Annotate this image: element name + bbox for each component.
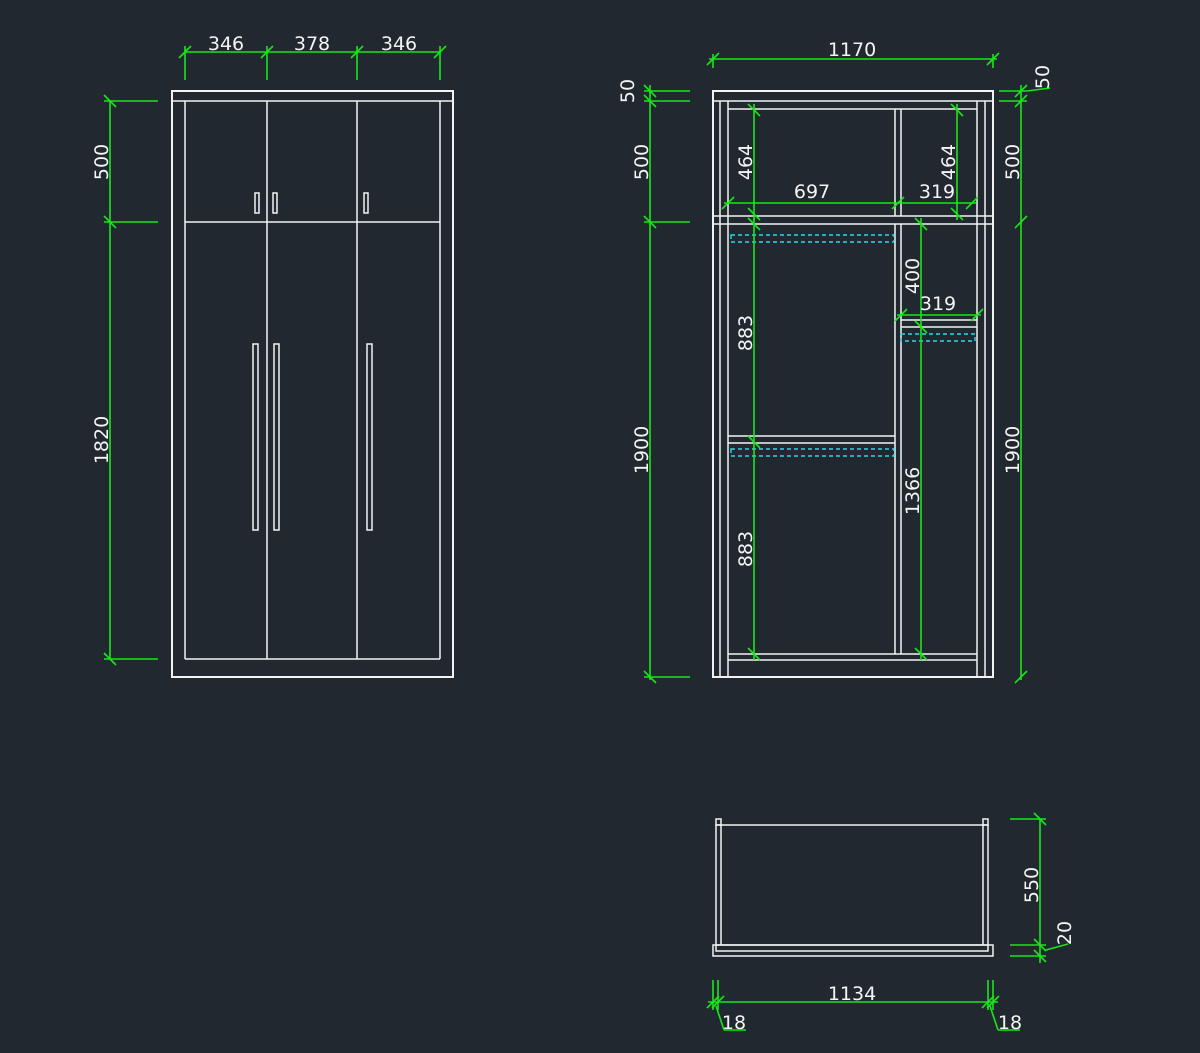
tick [706, 995, 720, 1009]
dim-label-upper-right-width: 319 [919, 181, 955, 203]
tick [747, 435, 761, 449]
leader-line [1045, 943, 1069, 951]
dim-label-top-thickness: 50 [617, 79, 639, 103]
tick [103, 652, 117, 666]
plan-view: 550 20 1134 18 18 [706, 812, 1076, 1034]
dim-label-side-left: 18 [722, 1012, 746, 1034]
tick [986, 995, 1000, 1009]
hidden-rail-right [900, 333, 976, 342]
upper-handle-1 [254, 192, 260, 214]
tick [103, 215, 117, 229]
dim-label-upper-left-width: 697 [794, 181, 830, 203]
dim-label-upper-height: 500 [91, 144, 113, 180]
tick [643, 215, 657, 229]
dim-label-lower-height: 1820 [91, 416, 113, 464]
dim-label-door-2: 378 [294, 33, 330, 55]
tick [433, 45, 447, 59]
long-handle-3 [366, 343, 373, 531]
dim-label-total-height-left: 1900 [631, 426, 653, 474]
long-handle-1 [252, 343, 259, 531]
plan-corner-left [715, 818, 722, 826]
tick [891, 196, 905, 210]
dim-label-inner-width: 1134 [828, 983, 876, 1005]
upper-handle-2 [272, 192, 278, 214]
tick [1014, 670, 1028, 684]
tick [1033, 938, 1047, 952]
dim-label-right-hanging-height: 1366 [902, 467, 924, 515]
tick [260, 45, 274, 59]
dim-label-depth: 550 [1021, 867, 1043, 903]
interior-outline [712, 90, 994, 678]
tick [1033, 949, 1047, 963]
tick [894, 308, 908, 322]
upper-handle-3 [363, 192, 369, 214]
tick [950, 103, 964, 117]
dim-label-upper-right-height: 464 [938, 144, 960, 180]
tick [1014, 215, 1028, 229]
hidden-shelf-upper [730, 234, 895, 243]
dim-label-upper-height-left: 500 [631, 144, 653, 180]
tick [747, 103, 761, 117]
tick [965, 196, 979, 210]
tick [103, 94, 117, 108]
plan-corner-right [982, 818, 989, 826]
dim-label-upper-height-right: 500 [1002, 144, 1024, 180]
dim-label-total-width: 1170 [828, 39, 876, 61]
dim-label-door-thickness: 20 [1054, 921, 1076, 945]
tick [981, 995, 995, 1009]
plan-door-panel [712, 944, 994, 957]
tick [1033, 812, 1047, 826]
tick [178, 45, 192, 59]
tick [914, 647, 928, 661]
dim-label-lower-bottom-compartment: 883 [735, 531, 757, 567]
dim-label-upper-left-height: 464 [735, 144, 757, 180]
tick [643, 94, 657, 108]
dim-label-door-3: 346 [381, 33, 417, 55]
tick [950, 207, 964, 221]
tick [350, 45, 364, 59]
hidden-shelf-lower [730, 448, 895, 457]
tick [747, 217, 761, 231]
dim-label-right-width: 319 [920, 293, 956, 315]
front-view: 346 378 346 500 1820 [91, 33, 454, 678]
tick [747, 207, 761, 221]
front-outline [171, 90, 454, 678]
tick [721, 196, 735, 210]
tick [711, 995, 725, 1009]
tick [706, 52, 720, 66]
leader-line [715, 1005, 725, 1031]
tick [1014, 84, 1028, 98]
dim-label-lower-top-compartment: 883 [735, 315, 757, 351]
leader-line [989, 1005, 999, 1031]
tick [914, 217, 928, 231]
dim-label-right-top-gap: 400 [902, 258, 924, 294]
tick [643, 84, 657, 98]
dim-label-side-right: 18 [998, 1012, 1022, 1034]
tick [970, 308, 984, 322]
plan-body [715, 824, 989, 952]
tick [1014, 94, 1028, 108]
tick [986, 52, 1000, 66]
leader-line [1026, 87, 1051, 92]
dim-label-door-1: 346 [208, 33, 244, 55]
dim-label-total-height-right: 1900 [1002, 426, 1024, 474]
long-handle-2 [273, 343, 280, 531]
interior-view: 1170 50 500 1900 50 500 1900 464 4 [617, 39, 1054, 684]
tick [914, 320, 928, 334]
tick [747, 647, 761, 661]
dim-label-top-thickness-right: 50 [1032, 65, 1054, 89]
tick [643, 670, 657, 684]
